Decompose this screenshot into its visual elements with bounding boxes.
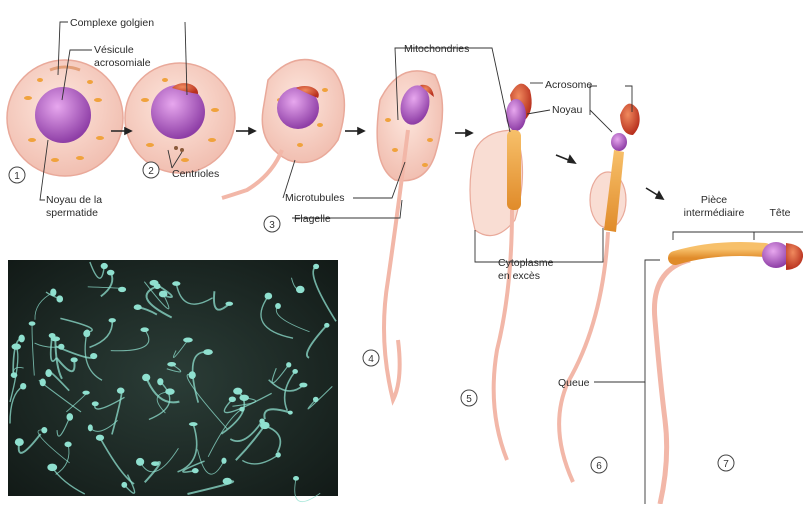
micrograph-head — [229, 396, 236, 402]
label-complexe-golgien: Complexe golgien — [70, 17, 154, 29]
micrograph-head — [40, 378, 46, 386]
stage-number-1: 1 — [9, 167, 25, 183]
micrograph-head — [313, 264, 319, 269]
micrograph-head — [157, 378, 163, 385]
micrograph-head — [296, 286, 305, 293]
micrograph-head — [183, 338, 193, 343]
label-queue: Queue — [558, 377, 590, 389]
micrograph-head — [313, 397, 319, 402]
micrograph-head — [88, 424, 93, 431]
micrograph-head — [324, 323, 329, 328]
micrograph-head — [11, 372, 18, 378]
label-flagelle: Flagelle — [294, 213, 331, 225]
micrograph-head — [64, 441, 71, 447]
micrograph-head — [47, 464, 57, 472]
micrograph-head — [134, 304, 142, 310]
label-vesicule-line2: acrosomiale — [94, 57, 151, 69]
label-mitochondries: Mitochondries — [404, 43, 469, 55]
micrograph-head — [150, 280, 159, 286]
stage-3-cell — [222, 60, 344, 198]
micrograph-head — [140, 327, 148, 332]
svg-text:2: 2 — [148, 166, 154, 177]
micrograph-head — [203, 349, 213, 355]
micrograph-head — [299, 383, 307, 388]
micrograph-spermatozoa-image — [8, 260, 338, 502]
label-tete: Tête — [769, 207, 790, 219]
micrograph-head — [12, 343, 21, 349]
label-cytoplasme-line2: en excès — [498, 270, 540, 282]
label-piece-line1: Pièce — [701, 194, 727, 206]
micrograph-head — [142, 374, 150, 381]
micrograph-head — [275, 303, 281, 309]
micrograph-head — [167, 362, 176, 367]
svg-text:3: 3 — [269, 220, 275, 231]
micrograph-head — [18, 335, 24, 343]
micrograph-head — [260, 422, 270, 429]
micrograph-head — [50, 288, 56, 296]
svg-text:1: 1 — [14, 171, 20, 182]
label-noyau-spermatide-line2: spermatide — [46, 207, 98, 219]
micrograph-head — [71, 357, 78, 362]
label-piece-line2: intermédiaire — [684, 207, 745, 219]
micrograph-head — [292, 369, 298, 374]
micrograph-head — [109, 318, 116, 322]
micrograph-head — [83, 330, 90, 337]
stage-number-4: 4 — [363, 350, 379, 366]
stage-number-7: 7 — [718, 455, 734, 471]
micrograph-head — [101, 263, 108, 269]
micrograph-head — [192, 468, 199, 473]
stage-number-6: 6 — [591, 457, 607, 473]
micrograph-head — [121, 482, 127, 488]
micrograph-head — [151, 461, 159, 466]
stage-number-2: 2 — [143, 162, 159, 178]
micrograph-head — [90, 353, 97, 359]
label-acrosome: Acrosome — [545, 79, 592, 91]
micrograph-head — [233, 388, 242, 395]
label-centrioles: Centrioles — [172, 168, 219, 180]
label-noyau: Noyau — [552, 104, 583, 116]
label-cytoplasme-line1: Cytoplasme — [498, 257, 554, 269]
micrograph-head — [45, 369, 52, 377]
stage-1-cell — [7, 60, 123, 176]
stage-2-cell — [125, 63, 235, 173]
micrograph-head — [265, 293, 273, 300]
micrograph-head — [118, 287, 126, 292]
stage-number-3: 3 — [264, 216, 280, 232]
svg-text:4: 4 — [368, 354, 374, 365]
micrograph-head — [117, 388, 125, 394]
micrograph-head — [20, 383, 26, 390]
micrograph-head — [58, 344, 64, 350]
micrograph-head — [223, 478, 232, 485]
micrograph-head — [107, 270, 115, 276]
svg-text:6: 6 — [596, 461, 602, 472]
micrograph-head — [293, 476, 299, 481]
micrograph-head — [275, 452, 280, 457]
micrograph-head — [221, 458, 226, 464]
svg-text:5: 5 — [466, 394, 472, 405]
micrograph-head — [49, 333, 56, 338]
micrograph-head — [29, 321, 36, 325]
label-vesicule-line1: Vésicule — [94, 44, 134, 56]
label-microtubules: Microtubules — [285, 192, 345, 204]
micrograph-head — [41, 427, 47, 433]
label-noyau-spermatide-line1: Noyau de la — [46, 194, 102, 206]
svg-text:7: 7 — [723, 459, 729, 470]
micrograph-head — [286, 362, 291, 367]
micrograph-head — [96, 435, 104, 441]
micrograph-head — [189, 422, 198, 426]
micrograph-head — [288, 411, 293, 415]
stage-number-5: 5 — [461, 390, 477, 406]
micrograph-head — [136, 458, 144, 466]
micrograph-head — [82, 391, 89, 395]
micrograph-head — [15, 438, 24, 446]
micrograph-head — [56, 295, 63, 302]
micrograph-head — [66, 413, 73, 421]
micrograph-head — [92, 401, 99, 406]
micrograph-head — [225, 302, 233, 306]
stage-4-cell — [377, 71, 442, 400]
micrograph-head — [172, 281, 180, 286]
